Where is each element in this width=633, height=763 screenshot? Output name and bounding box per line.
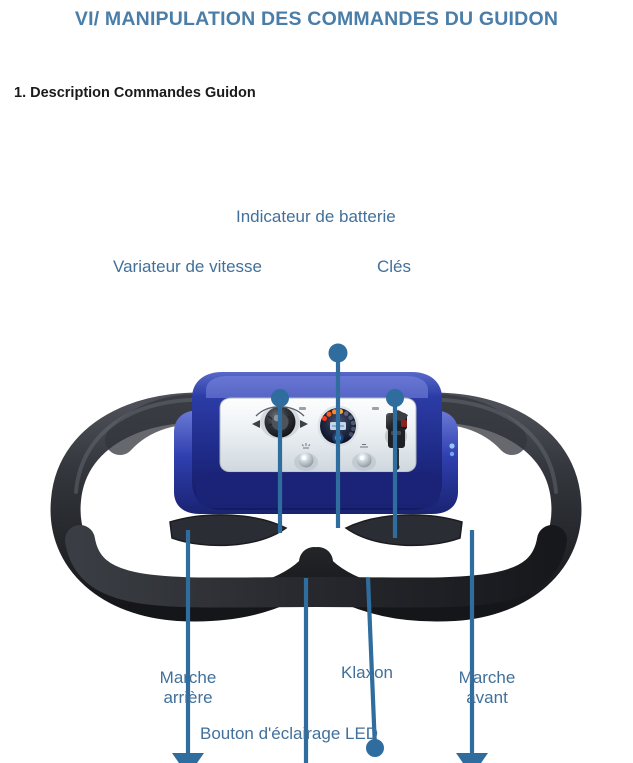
page-title: VI/ MANIPULATION DES COMMANDES DU GUIDON [74,8,559,30]
callout-label-marche-arriere-line1: Marche [159,668,217,687]
key-head-facet [387,410,408,422]
control-console [174,372,458,514]
callout-label-variateur-de-vitesse: Variateur de vitesse [113,257,262,276]
console-lower-lip [196,472,440,508]
led-button-highlight [301,455,307,461]
horn-button-highlight [359,455,365,461]
callout-arrow-marche-arriere[interactable] [172,753,204,763]
speed-knob-fast-arrow-icon [300,420,308,428]
speed-knob-arc-left [255,406,279,417]
callout-label-marche-arriere: Marche arrière [160,668,217,708]
headlight-icon [301,443,311,449]
horn-button[interactable] [356,452,372,468]
handlebar-lower-bar [65,525,567,608]
callout-label-indicateur-de-batterie: Indicateur de batterie [236,207,396,226]
callout-label-marche-avant: Marche avant [459,668,516,708]
forward-paddle-lever[interactable] [344,514,463,547]
console-push-buttons [294,407,379,471]
callout-label-bouton-eclairage-led: Bouton d'éclairage LED [200,724,379,743]
diagram-illustration [50,343,582,763]
callout-dot-klaxon[interactable] [366,739,384,757]
speed-knob-slow-arrow-icon [252,420,260,428]
callout-label-marche-avant-line2: avant [466,688,508,708]
panel-tick-right [372,407,379,410]
callout-dot-variateur[interactable] [271,389,289,407]
callout-leader-lines [185,353,475,763]
callout-dot-indicateur[interactable] [328,343,348,363]
callout-label-marche-avant-line1: Marche [458,668,516,687]
console-right-led-2 [449,451,455,457]
callout-label-cles: Clés [377,257,412,276]
callout-markers [172,343,488,763]
callout-label-marche-arriere-line2: arrière [163,688,213,708]
callout-dot-cles[interactable] [386,389,404,407]
console-gloss [206,376,428,398]
led-light-button[interactable] [298,452,314,468]
console-right-led [449,443,455,449]
section-heading: 1. Description Commandes Guidon [14,85,256,101]
leader-line-klaxon [365,577,378,749]
handlebar-controls-diagram: Variateur de vitesse Indicateur de batte… [0,110,633,763]
paddle-levers [169,514,463,547]
panel-tick-left [299,407,306,410]
reverse-paddle-lever[interactable] [169,514,288,547]
speed-knob-arc-right [281,406,305,417]
horn-icon [360,444,368,448]
callout-label-klaxon: Klaxon [341,663,393,682]
callout-arrow-marche-avant[interactable] [456,753,488,763]
key-red-tab [401,420,407,427]
